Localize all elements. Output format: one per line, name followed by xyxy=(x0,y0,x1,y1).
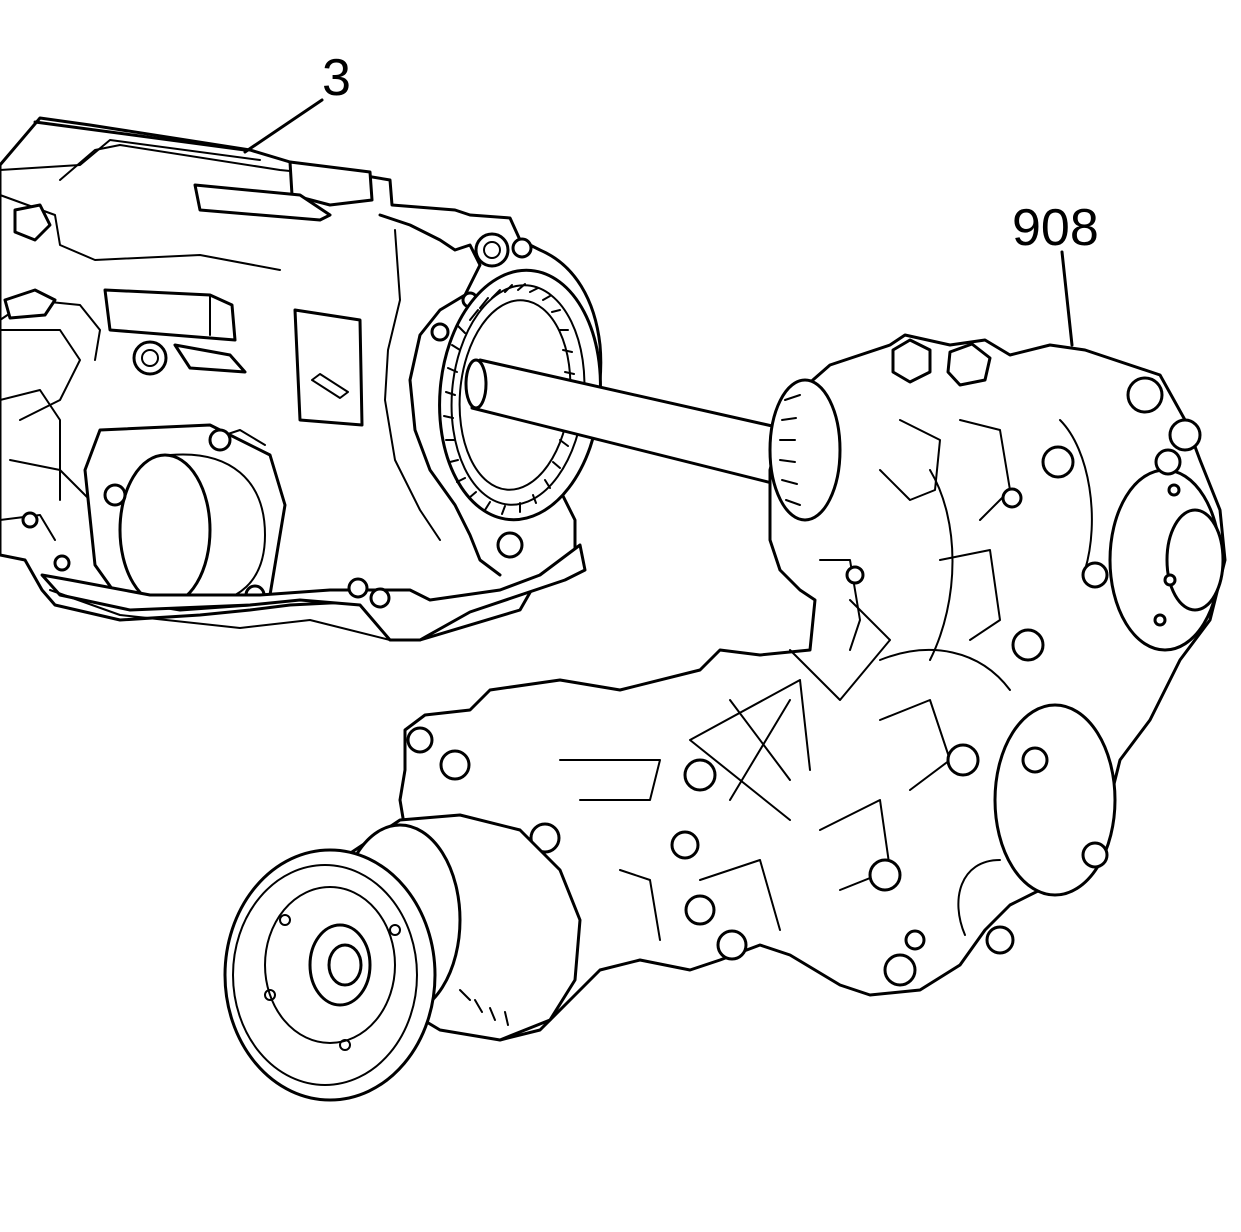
callout-transmission: 3 xyxy=(243,49,351,154)
transfer-case-assembly xyxy=(223,333,1227,1102)
front-output-gear-teeth xyxy=(459,989,509,1026)
callout-label-transmission: 3 xyxy=(322,49,351,107)
callout-label-transfer-case: 908 xyxy=(1012,199,1099,257)
leader-line-transfer-case xyxy=(1060,250,1074,347)
callout-transfer-case: 908 xyxy=(1012,199,1099,347)
leader-line-transmission xyxy=(243,98,324,154)
